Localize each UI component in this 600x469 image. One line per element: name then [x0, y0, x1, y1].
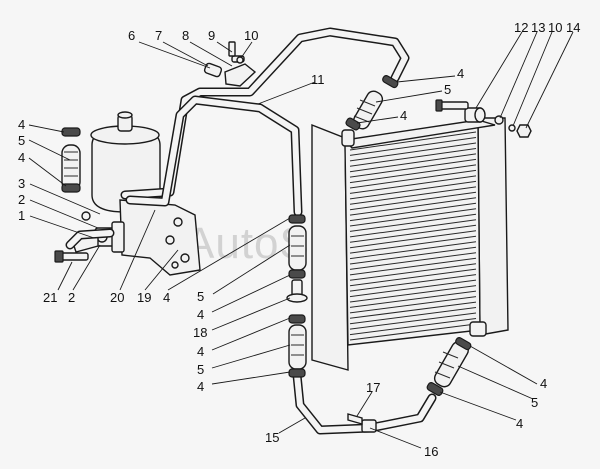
clip-parts	[203, 41, 257, 87]
radiator-fin	[349, 318, 477, 336]
radiator-fin	[349, 224, 477, 243]
top-right-hose	[345, 75, 399, 131]
radiator-fin	[349, 268, 477, 287]
callout-1: 1	[18, 208, 25, 223]
bolt	[54, 250, 89, 263]
radiator-fin	[349, 164, 477, 184]
callout-5: 5	[197, 289, 204, 304]
callout-19: 19	[137, 290, 151, 305]
callout-13: 13	[531, 20, 545, 35]
radiator-fin	[349, 307, 477, 325]
callout-16: 16	[424, 444, 438, 459]
callout-9: 9	[208, 28, 215, 43]
radiator-fin	[349, 208, 477, 227]
callout-2: 2	[18, 192, 25, 207]
radiator-fin	[349, 191, 477, 211]
callout-11: 11	[311, 72, 325, 87]
bottom-right-hose	[426, 337, 472, 396]
callout-4: 4	[197, 307, 204, 322]
radiator-fin	[349, 153, 477, 173]
radiator-fin	[349, 202, 477, 222]
radiator-fin	[349, 279, 477, 298]
radiator-fin	[349, 158, 477, 178]
filter-bracket	[119, 199, 201, 276]
callout-2: 2	[68, 290, 75, 305]
leader-lines	[28, 31, 574, 449]
callout-6: 6	[128, 28, 135, 43]
callout-4: 4	[457, 66, 464, 81]
radiator-fin	[349, 246, 477, 265]
callout-4: 4	[540, 376, 547, 391]
callout-12: 12	[514, 20, 528, 35]
callout-20: 20	[110, 290, 124, 305]
callout-5: 5	[531, 395, 538, 410]
radiator-fin	[349, 235, 477, 254]
callout-21: 21	[43, 290, 57, 305]
radiator-fin	[349, 180, 477, 200]
callout-4: 4	[18, 117, 25, 132]
callout-14: 14	[566, 20, 580, 35]
radiator-fin	[349, 142, 477, 162]
callout-4: 4	[516, 416, 523, 431]
callout-8: 8	[182, 28, 189, 43]
callout-15: 15	[265, 430, 279, 445]
oil-pipes	[65, 27, 437, 435]
callout-5: 5	[197, 362, 204, 377]
left-hose	[61, 127, 81, 193]
callout-4: 4	[400, 108, 407, 123]
callout-numbers: 6 7 8 9 10 11 12 13 10 14 4 5 4 4 5 4 3 …	[18, 20, 580, 459]
radiator-fin	[349, 312, 477, 330]
radiator-fin	[349, 131, 477, 151]
callout-7: 7	[155, 28, 162, 43]
radiator-fin	[349, 169, 477, 189]
callout-10: 10	[548, 20, 562, 35]
radiator-fin	[349, 197, 477, 216]
radiator-fin	[349, 219, 477, 238]
callout-4: 4	[197, 344, 204, 359]
radiator-fin	[349, 148, 477, 167]
radiator-fin	[349, 252, 477, 270]
callout-4: 4	[18, 150, 25, 165]
callout-4: 4	[197, 379, 204, 394]
callout-3: 3	[18, 176, 25, 191]
callout-10: 10	[244, 28, 258, 43]
radiator-fin	[349, 290, 477, 308]
radiator-fin	[349, 285, 477, 303]
callout-4: 4	[163, 290, 170, 305]
radiator-fin	[349, 137, 477, 156]
radiator-fin	[349, 301, 477, 319]
radiator-fin	[349, 274, 477, 292]
middle-hoses	[286, 214, 308, 378]
radiator-fin	[349, 296, 477, 314]
radiator-fin	[349, 263, 477, 281]
radiator-fittings	[341, 99, 532, 337]
radiator-fin	[349, 323, 477, 341]
radiator-fin	[349, 241, 477, 260]
callout-17: 17	[366, 380, 380, 395]
radiator-fin	[349, 230, 477, 249]
callout-5: 5	[18, 133, 25, 148]
radiator-fin	[349, 213, 477, 232]
callout-18: 18	[193, 325, 207, 340]
radiator-fin	[349, 257, 477, 276]
oil-radiator	[311, 117, 509, 371]
radiator-fin	[349, 186, 477, 205]
callout-5: 5	[444, 82, 451, 97]
radiator-fin	[349, 175, 477, 194]
radiator-fins	[349, 131, 477, 341]
